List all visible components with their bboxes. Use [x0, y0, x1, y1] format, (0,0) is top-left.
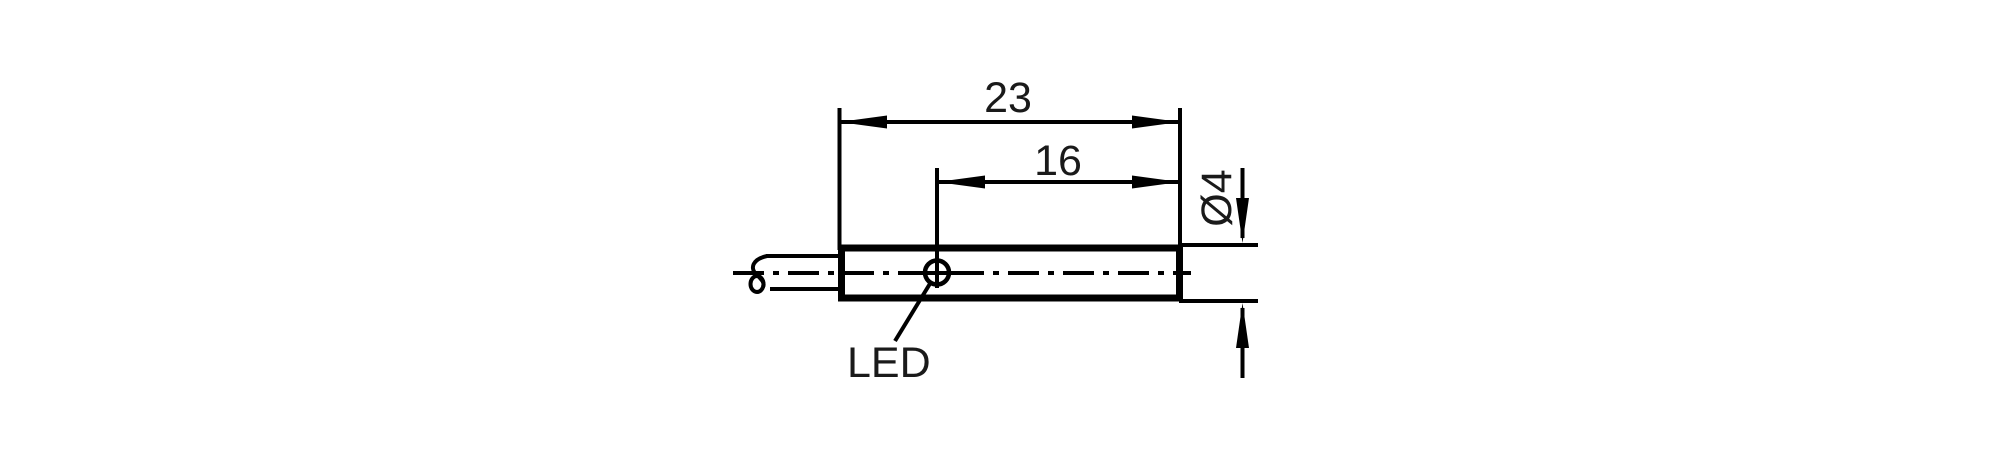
led-callout: LED [847, 280, 933, 387]
arrowhead-right-16 [1132, 175, 1180, 189]
dimension-label-diameter: Ø4 [1193, 169, 1241, 226]
arrowhead-right-23 [1132, 115, 1180, 129]
dimension-23: 23 [839, 74, 1180, 129]
arrowhead-up-diameter [1236, 303, 1249, 348]
led-leader-line [893, 280, 933, 343]
extension-lines [837, 108, 1258, 303]
dimension-label-23: 23 [984, 74, 1032, 122]
arrowhead-down-diameter [1236, 198, 1249, 243]
cable-break-loop [748, 274, 766, 294]
arrowhead-left-23 [839, 115, 887, 129]
led-label: LED [847, 339, 931, 387]
led-indicator [921, 258, 953, 287]
dimension-label-16: 16 [1034, 137, 1082, 185]
arrowhead-left-16 [937, 175, 985, 189]
dimension-16: 16 [937, 137, 1180, 189]
dimension-diameter: Ø4 [1193, 168, 1249, 378]
led-indicator-circle [922, 258, 952, 287]
